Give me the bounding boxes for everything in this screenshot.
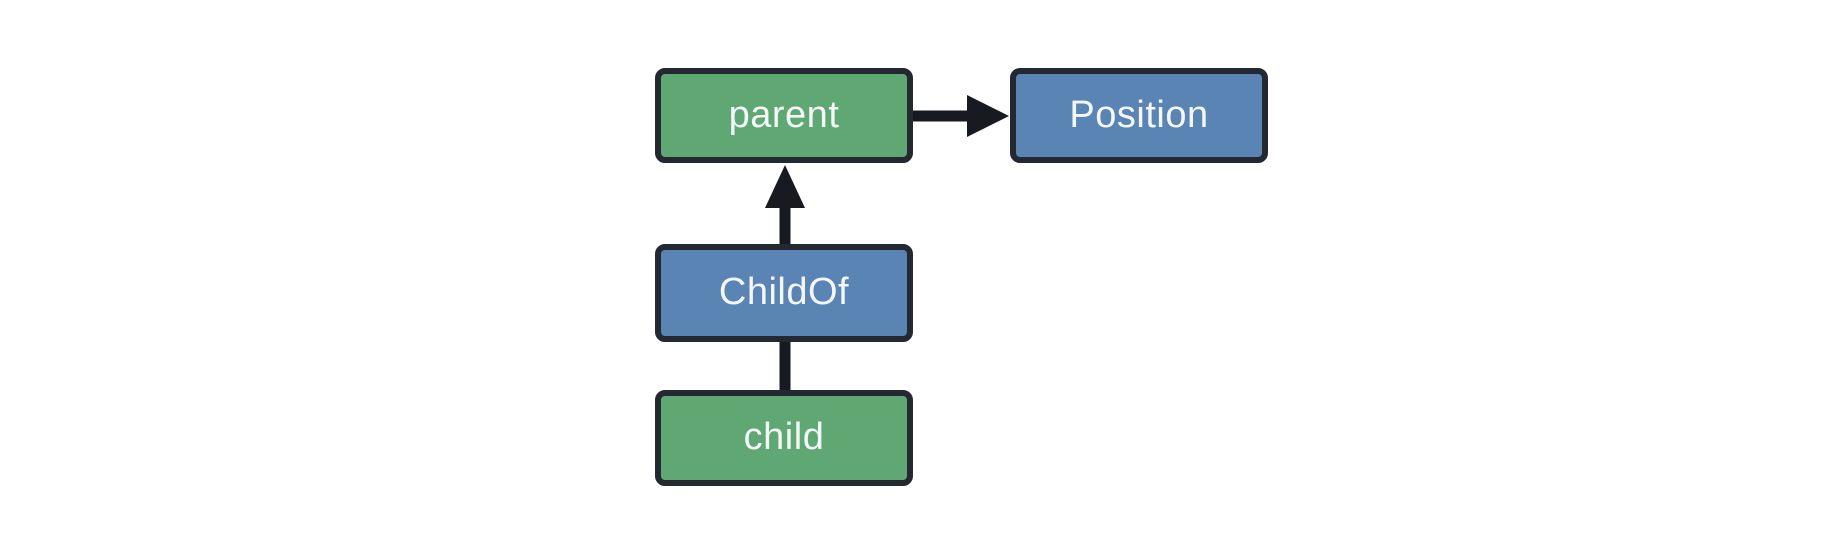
node-childof: ChildOf	[655, 244, 913, 342]
arrowhead-up-icon	[765, 165, 805, 208]
node-childof-label: ChildOf	[718, 271, 850, 313]
edge-parent-to-position	[910, 95, 1009, 137]
node-parent: parent	[655, 68, 913, 163]
node-child: child	[655, 390, 913, 486]
edge-childof-to-parent	[765, 165, 805, 248]
node-child-label: child	[743, 416, 825, 458]
node-position: Position	[1010, 68, 1268, 163]
arrowhead-right-icon	[967, 95, 1009, 137]
node-position-label: Position	[1069, 93, 1209, 136]
node-parent-label: parent	[728, 93, 840, 136]
